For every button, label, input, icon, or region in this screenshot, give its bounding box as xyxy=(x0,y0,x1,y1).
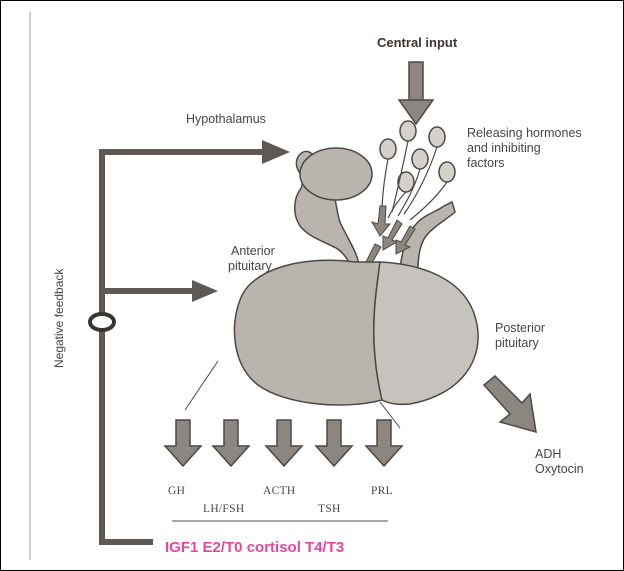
downstream-hormones-caption: IGF1 E2/T0 cortisol T4/T3 xyxy=(165,539,344,556)
posterior-pituitary-label: pituitary xyxy=(495,336,539,351)
anterior-label: Anterior xyxy=(231,244,275,259)
feedback-ring xyxy=(90,314,114,330)
central-input-label: Central input xyxy=(377,35,457,50)
anterior-pituitary-label: pituitary xyxy=(228,259,272,274)
lhfsh-label: LH/FSH xyxy=(203,502,244,517)
negative-feedback-label: Negative feedback xyxy=(52,269,66,368)
tsh-label: TSH xyxy=(318,502,341,517)
gh-label: GH xyxy=(168,484,185,499)
factors-label: factors xyxy=(467,156,505,171)
hypothalamus-label: Hypothalamus xyxy=(186,112,266,127)
pituitary-gland xyxy=(234,260,478,405)
prl-label: PRL xyxy=(371,484,393,499)
acth-label: ACTH xyxy=(263,484,296,499)
inhibiting-label: and inhibiting xyxy=(467,141,541,156)
adh-label: ADH xyxy=(535,447,561,462)
oxytocin-label: Oxytocin xyxy=(535,462,584,477)
posterior-label: Posterior xyxy=(495,321,545,336)
releasing-hormones-label: Releasing hormones xyxy=(467,126,582,141)
